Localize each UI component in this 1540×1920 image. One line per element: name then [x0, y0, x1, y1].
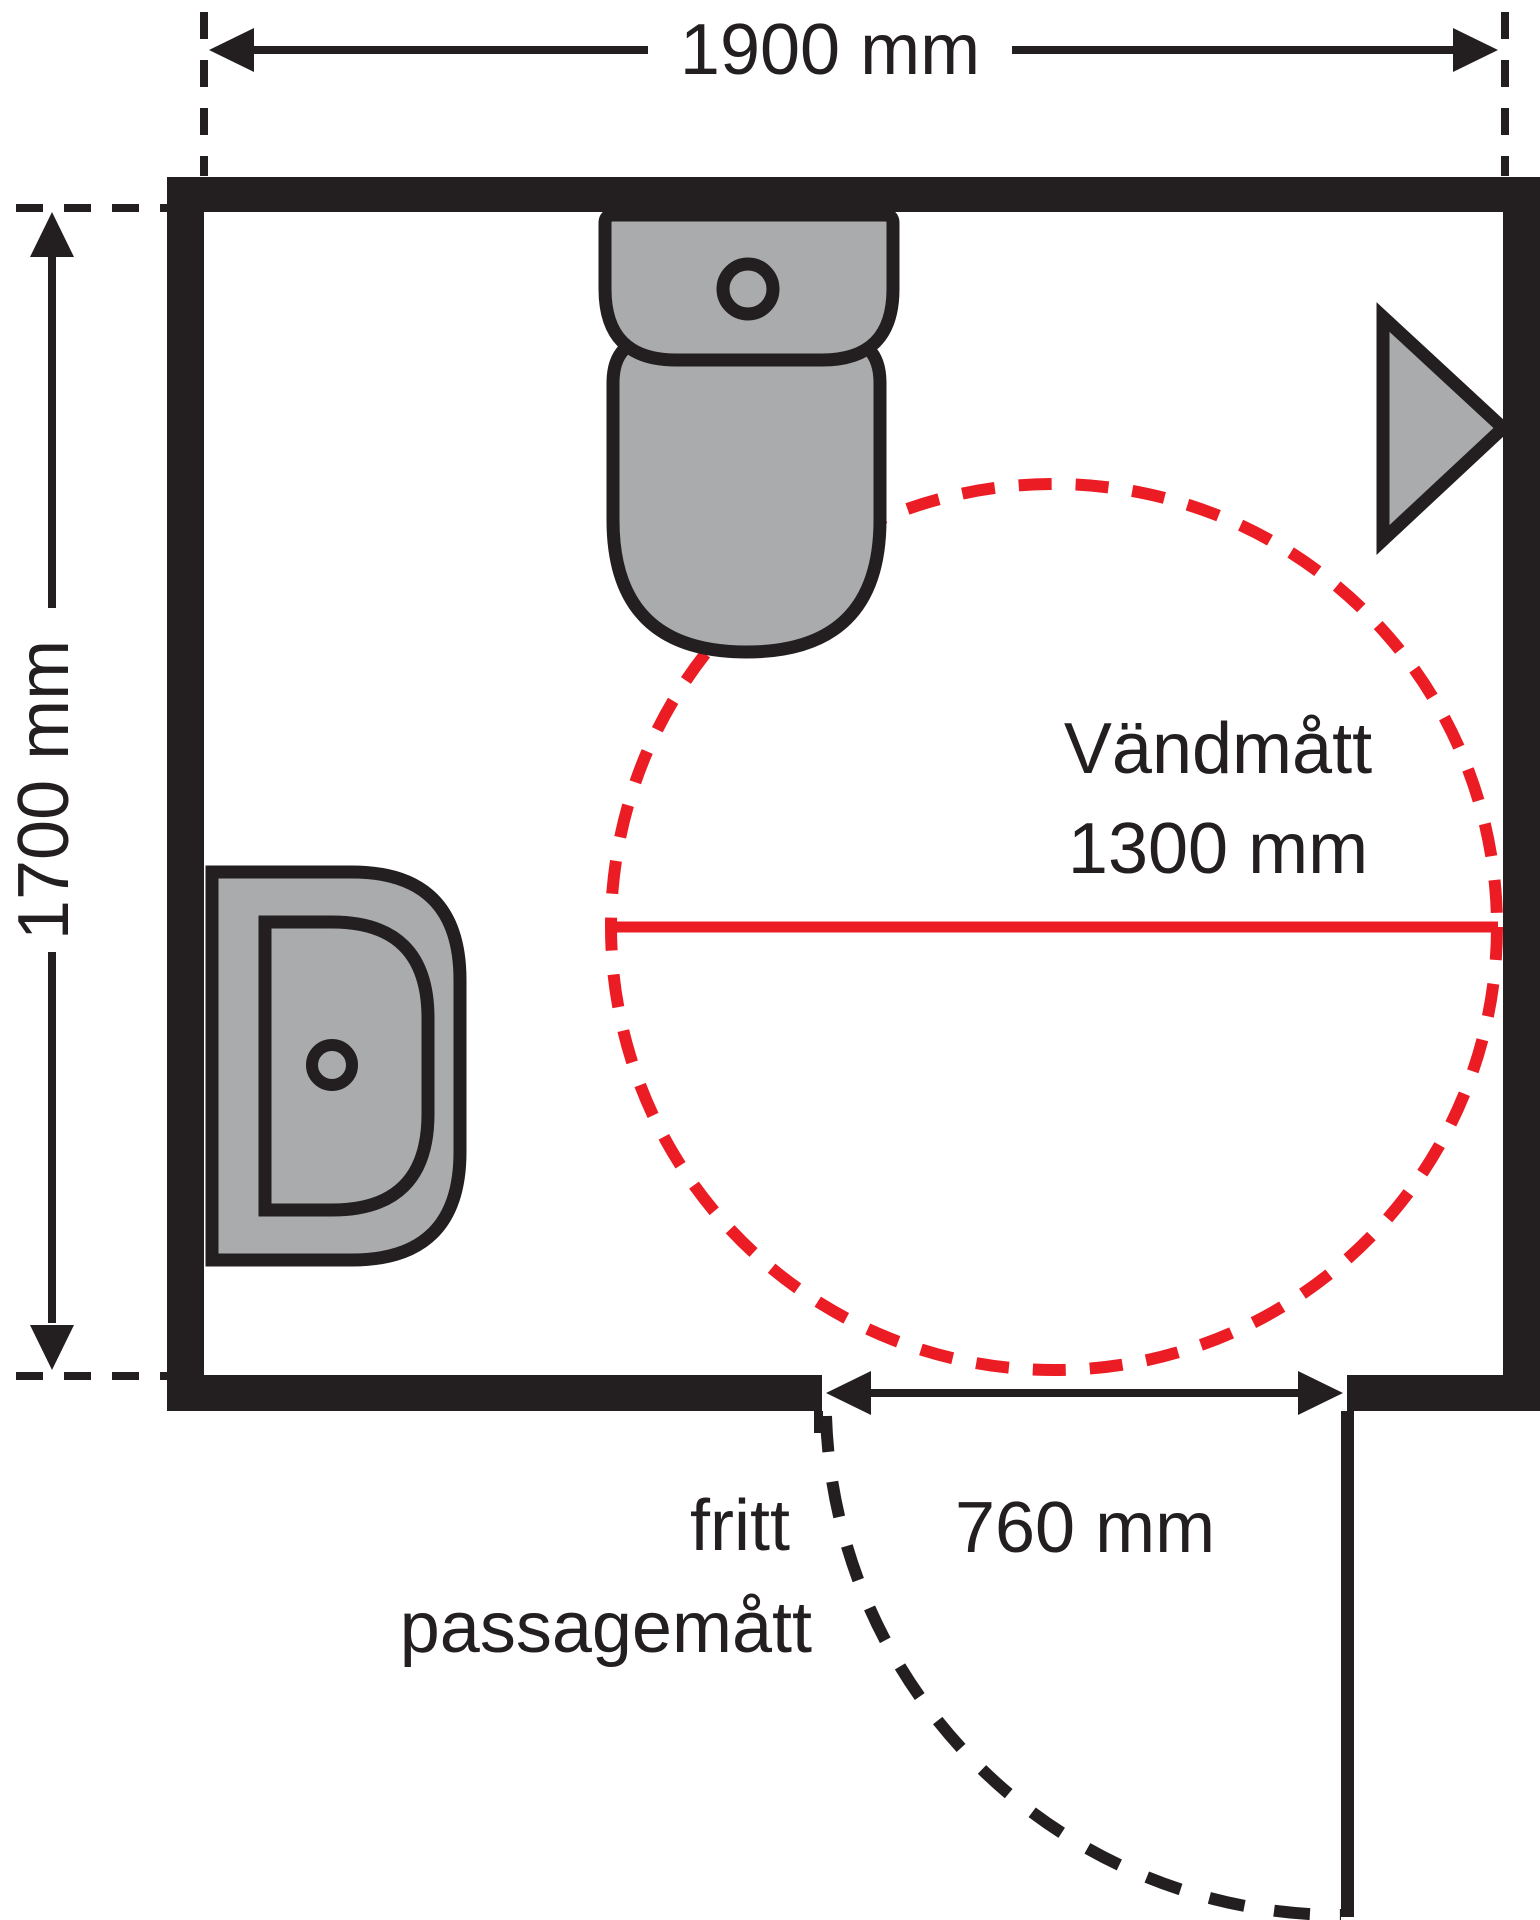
turning-label-line1: Vändmått: [1064, 709, 1372, 789]
width-dimension: 1900 mm: [209, 10, 1498, 90]
turning-circle-group: Vändmått 1300 mm: [605, 478, 1503, 1376]
door-dimension: 760 mm: [826, 1371, 1343, 1568]
toilet-tank: [598, 208, 900, 367]
passage-label-line1: fritt: [690, 1486, 790, 1566]
door-dim-label: 760 mm: [955, 1488, 1215, 1568]
height-dim-arrow-top-icon: [30, 212, 74, 257]
wall-bottom-left: [167, 1375, 822, 1411]
toilet-flush-button-icon: [716, 257, 780, 321]
width-dim-label: 1900 mm: [680, 10, 980, 90]
passage-label: fritt passagemått: [400, 1486, 812, 1668]
width-dim-arrow-left-icon: [209, 28, 254, 72]
wall-top: [167, 177, 1540, 212]
height-dim-label: 1700 mm: [4, 640, 84, 940]
door-leaf: [1341, 1411, 1354, 1917]
door-dim-arrow-right-icon: [1298, 1371, 1343, 1415]
washbasin-bowl: [258, 915, 435, 1217]
wall-bottom-right: [1347, 1375, 1540, 1411]
wall-left: [167, 177, 204, 1411]
door-dim-arrow-left-icon: [826, 1371, 871, 1415]
width-dim-arrow-right-icon: [1453, 28, 1498, 72]
washbasin-outline: [205, 865, 467, 1267]
walls: [167, 177, 1540, 1917]
door-jamb-tick: [814, 1411, 823, 1433]
passage-label-line2: passagemått: [400, 1588, 812, 1668]
height-dim-arrow-bottom-icon: [30, 1325, 74, 1370]
toilet-icon: [598, 208, 900, 659]
door-swing-arc: [820, 1415, 1342, 1920]
shower-corner-marker-icon: [1376, 302, 1513, 555]
turning-label-line2: 1300 mm: [1068, 809, 1368, 889]
washbasin-drain-icon: [306, 1039, 358, 1091]
extension-lines: [16, 12, 1509, 1380]
toilet-bowl: [606, 331, 887, 659]
height-dimension: 1700 mm: [4, 212, 84, 1370]
wall-right: [1503, 177, 1540, 1411]
washbasin-icon: [205, 865, 467, 1267]
